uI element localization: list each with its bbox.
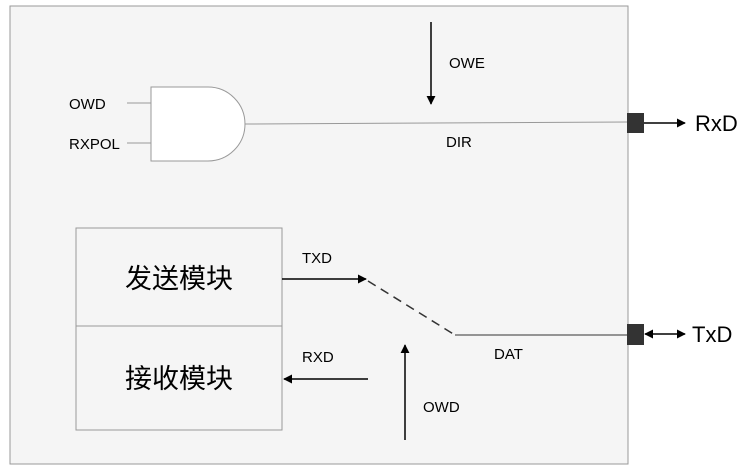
send-module-label: 发送模块 [125,264,233,295]
gate-input-rxpol-label: RXPOL [69,136,120,153]
txd-label: TXD [302,250,332,267]
gate-input-owd-label: OWD [69,96,106,113]
dir-label: DIR [446,134,472,151]
receive-module-label: 接收模块 [125,364,233,395]
owe-label: OWE [449,55,485,72]
txd-pin [627,324,644,345]
dat-label: DAT [494,346,523,363]
dir-wire [244,121,629,125]
receive-module-box [75,325,283,431]
txd-external-label: TxD [692,322,732,347]
rxd-external-label: RxD [695,111,738,136]
and-gate [150,86,246,162]
rxd-pin [627,113,644,133]
owd-label: OWD [423,399,460,416]
switch-dashed-line [367,280,456,336]
rxd-label: RXD [302,349,334,366]
